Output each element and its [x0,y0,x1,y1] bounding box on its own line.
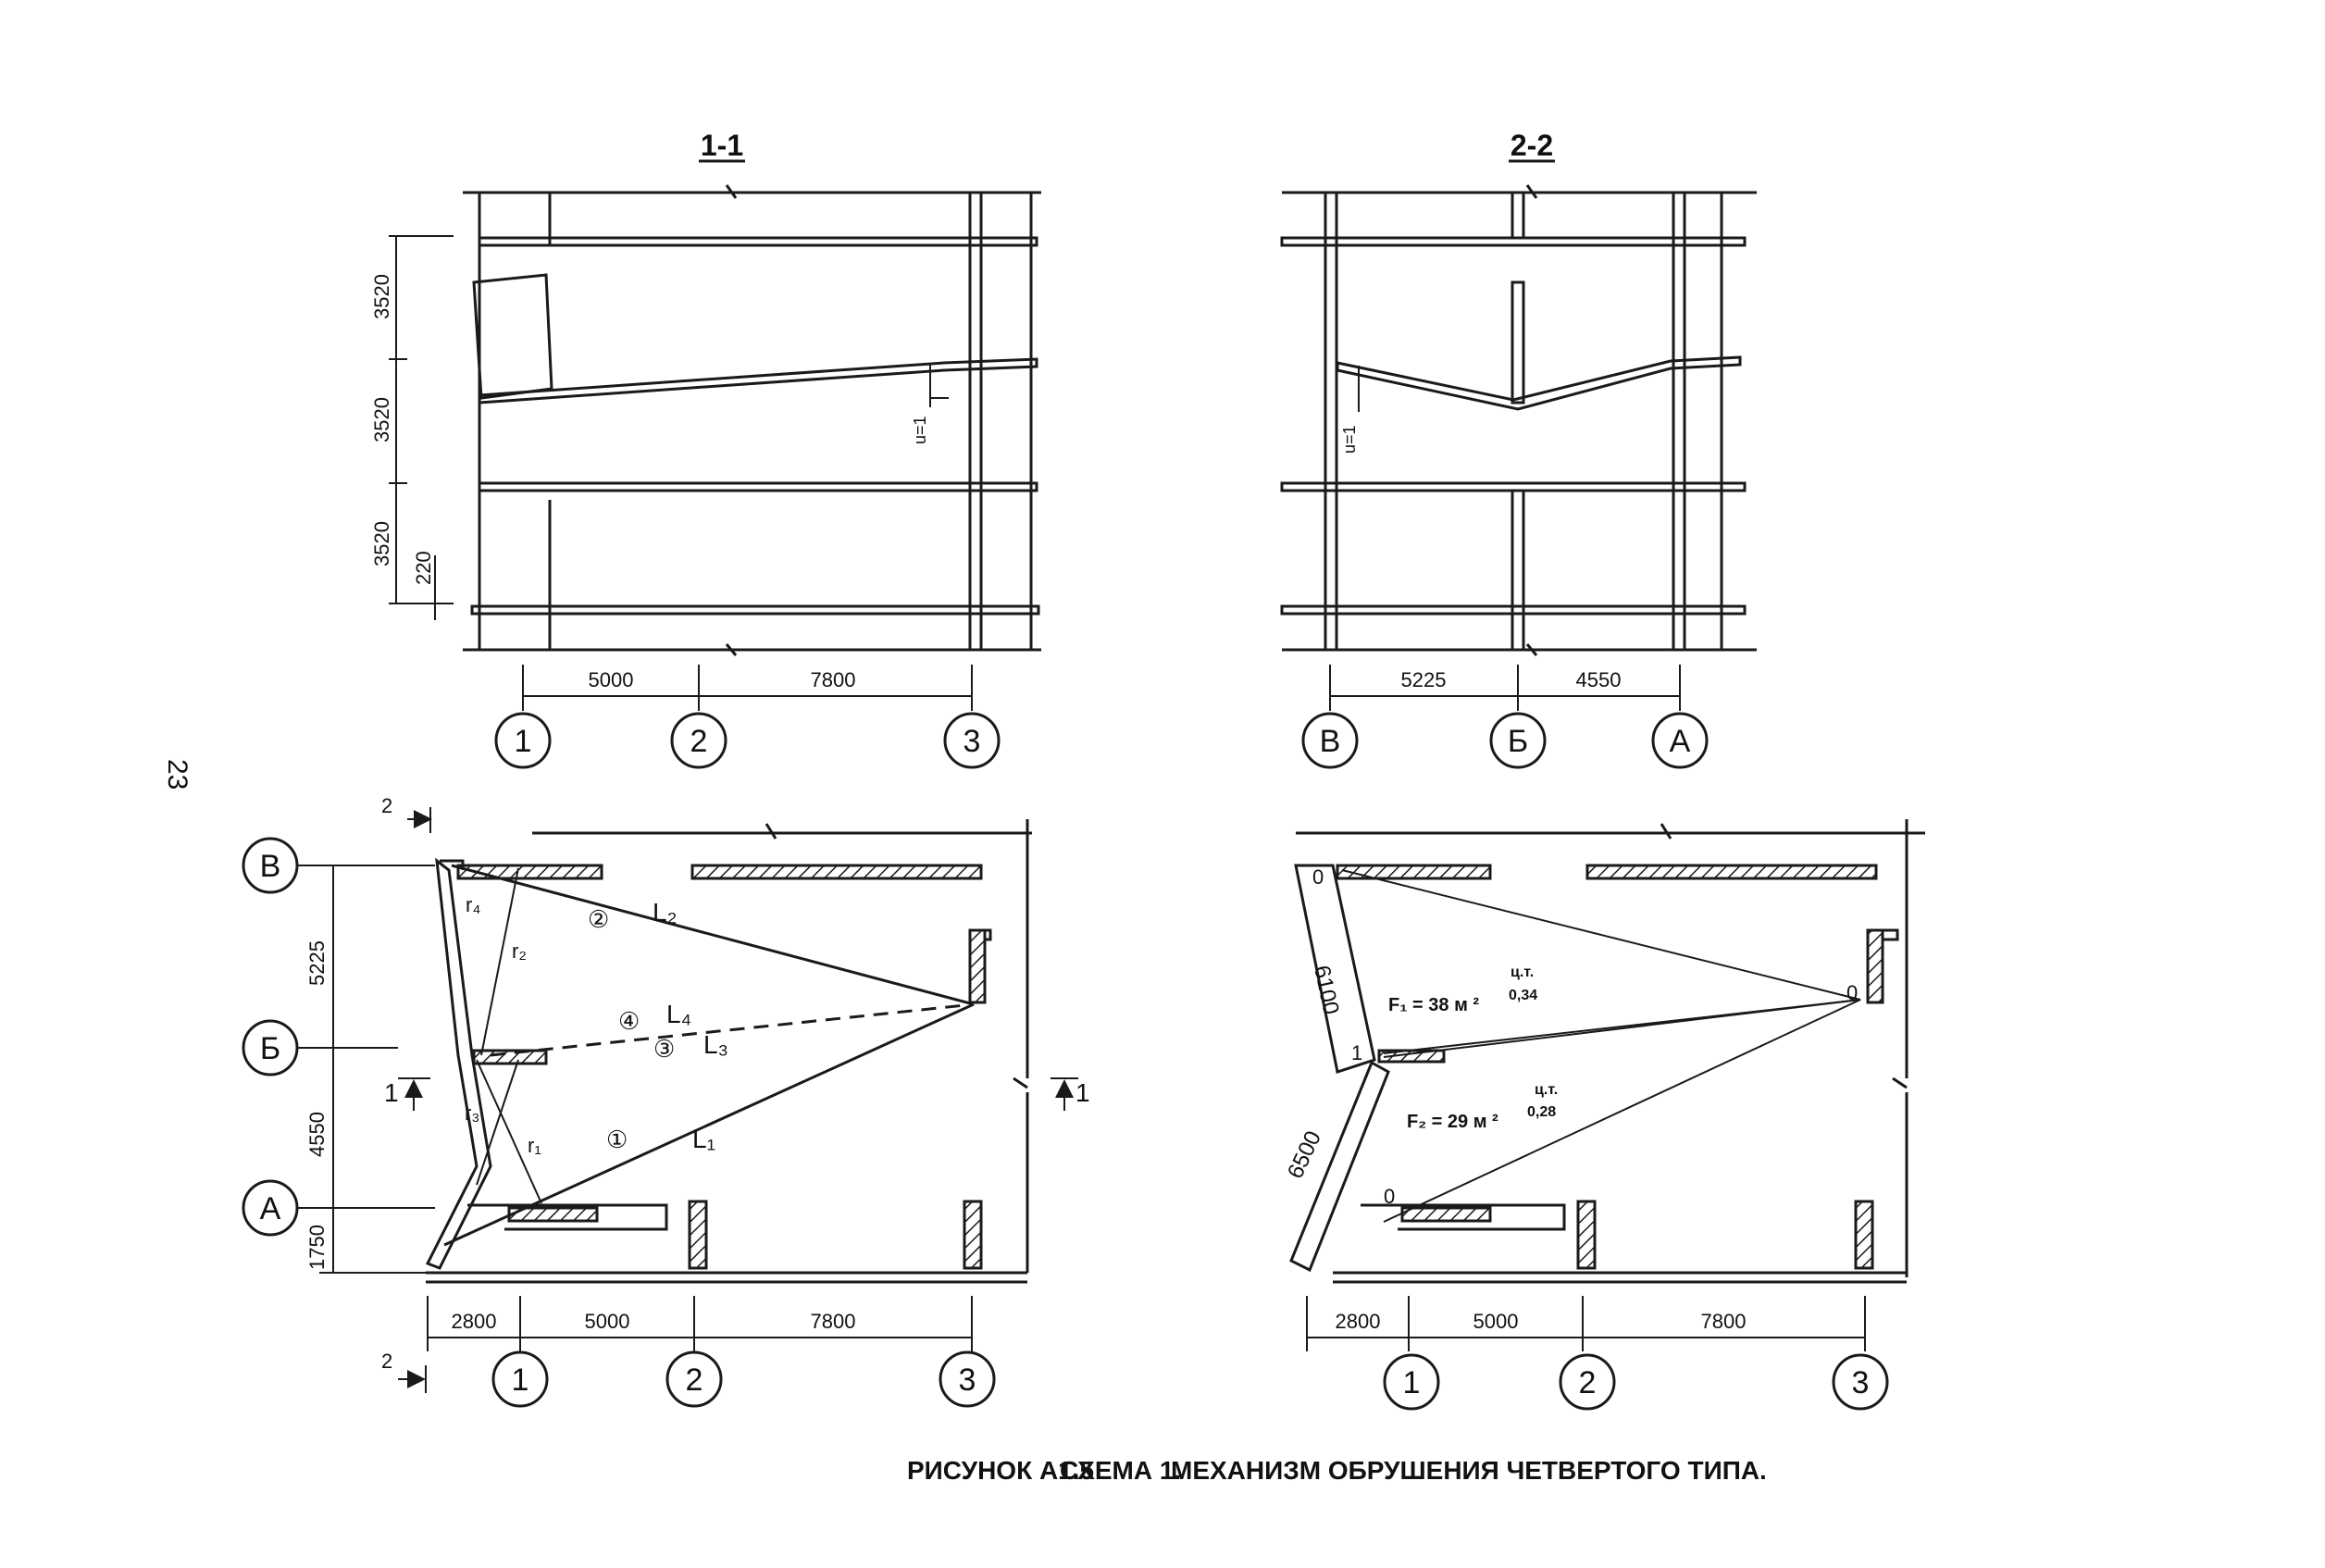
section-2-2: 2-2 u=1 5225 4550 В [1280,129,1757,769]
label-r1: r₁ [528,1134,541,1157]
section-1-1: 1-1 u=1 3520 3520 3520 220 [370,129,1041,769]
axis-2-V: В [1320,724,1341,759]
section-2-2-title: 2-2 [1511,129,1553,162]
caption: РИСУНОК А1.5 СХЕМА 1. МЕХАНИЗМ ОБРУШЕНИЯ… [907,1456,1767,1485]
dim-edge-6100: 6100 [1309,964,1344,1017]
area-F1: F₁ = 38 м ² [1388,995,1479,1015]
area-F2: F₂ = 29 м ² [1407,1112,1498,1132]
ct-label-2: ц.т. [1535,1082,1558,1098]
row-axis-B: Б [260,1031,280,1066]
point-0-bottom: 0 [1384,1185,1395,1208]
dim-span-4550: 4550 [1576,668,1622,691]
dim-span-7800: 7800 [811,668,856,691]
cut-mark-2-top: 2 [381,794,392,817]
caption-title: МЕХАНИЗМ ОБРУШЕНИЯ ЧЕТВЕРТОГО ТИПА. [1171,1456,1767,1485]
point-0-right: 0 [1846,981,1858,1004]
dim-span-5000: 5000 [589,668,634,691]
dim-edge-6500: 6500 [1283,1127,1326,1183]
dim-row-5225: 5225 [305,940,329,986]
axis-2-A: А [1670,724,1691,759]
dim-col-7800-r: 7800 [1701,1310,1747,1333]
plan-left: L₂ L₄ L₃ L₁ ② ④ ③ ① r₄ r₂ r₃ r₁ 2 2 1 1 … [242,794,1090,1408]
ct-value-2: 0,28 [1527,1104,1556,1120]
label-r4: r₄ [466,893,480,916]
deflection-1-1: u=1 [911,416,929,444]
label-L3: L₃ [703,1030,728,1059]
col-axis-2: 2 [686,1363,703,1398]
label-L1: L₁ [692,1125,715,1153]
point-0-top: 0 [1312,865,1324,889]
caption-figure: РИСУНОК А1.5 [907,1456,1094,1485]
page-number: 23 [162,759,193,790]
label-L2: L₂ [653,898,677,927]
label-L4: L₄ [666,1000,691,1028]
dim-col-5000-r: 5000 [1473,1310,1519,1333]
dim-row-4550: 4550 [305,1112,329,1157]
row-axis-A: А [260,1191,281,1226]
section-1-1-title: 1-1 [701,129,743,162]
dim-col-5000: 5000 [585,1310,630,1333]
col-axis-1-r: 1 [1403,1365,1421,1400]
dim-col-7800: 7800 [811,1310,856,1333]
label-r2: r₂ [512,940,527,963]
dim-col-2800-r: 2800 [1336,1310,1381,1333]
deflection-2-2: u=1 [1340,425,1359,454]
point-1: 1 [1351,1041,1362,1064]
num-3: ③ [653,1035,675,1063]
plan-right: 0 0 1 0 6100 6500 F₁ = 38 м ² ц.т. 0,34 … [1283,819,1925,1411]
num-1: ① [606,1126,628,1153]
cut-mark-2-bottom: 2 [381,1350,392,1373]
col-axis-3-r: 3 [1852,1365,1870,1400]
axis-1-2: 2 [690,724,708,759]
col-axis-1: 1 [512,1363,529,1398]
dim-level-1: 3520 [370,274,393,319]
axis-2-B: Б [1508,724,1528,759]
dim-level-3: 3520 [370,521,393,566]
num-2: ② [588,905,609,933]
cut-mark-1-right: 1 [1075,1078,1090,1107]
dim-col-2800: 2800 [452,1310,497,1333]
dim-level-2: 3520 [370,397,393,442]
ct-label-1: ц.т. [1511,964,1534,980]
axis-1-1: 1 [515,724,532,759]
col-axis-3: 3 [959,1363,976,1398]
row-axis-V: В [260,849,281,884]
ct-value-1: 0,34 [1509,988,1537,1003]
cut-mark-1-left: 1 [384,1078,399,1107]
dim-row-1750: 1750 [305,1225,329,1270]
label-r3: r₃ [465,1101,479,1125]
axis-1-3: 3 [964,724,981,759]
dim-slab: 220 [412,551,435,585]
dim-span-5225: 5225 [1401,668,1447,691]
num-4: ④ [618,1007,640,1035]
col-axis-2-r: 2 [1579,1365,1597,1400]
caption-scheme: СХЕМА 1. [1060,1456,1181,1485]
